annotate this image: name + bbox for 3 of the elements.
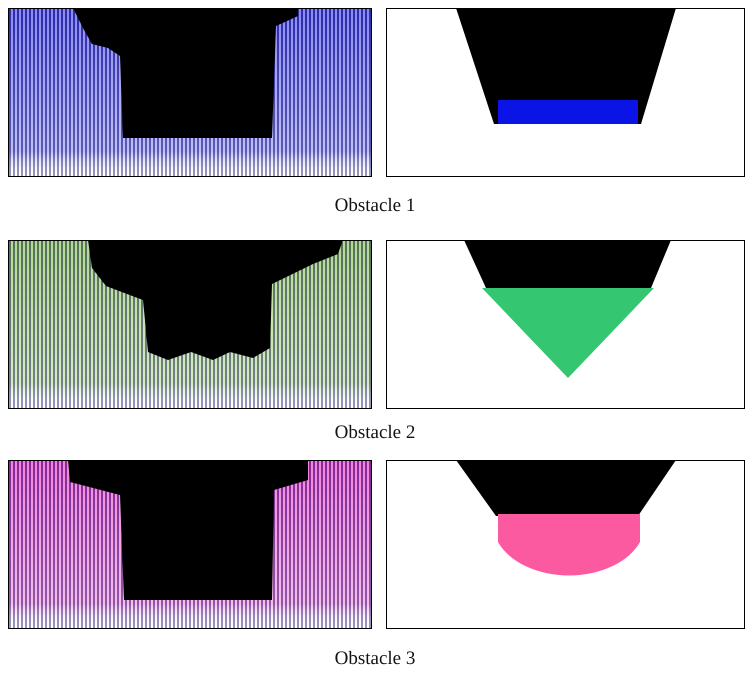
panel-caption: Obstacle 2: [334, 422, 416, 443]
panel-caption: Obstacle 1: [334, 195, 416, 216]
panel-caption: Obstacle 3: [334, 648, 416, 669]
